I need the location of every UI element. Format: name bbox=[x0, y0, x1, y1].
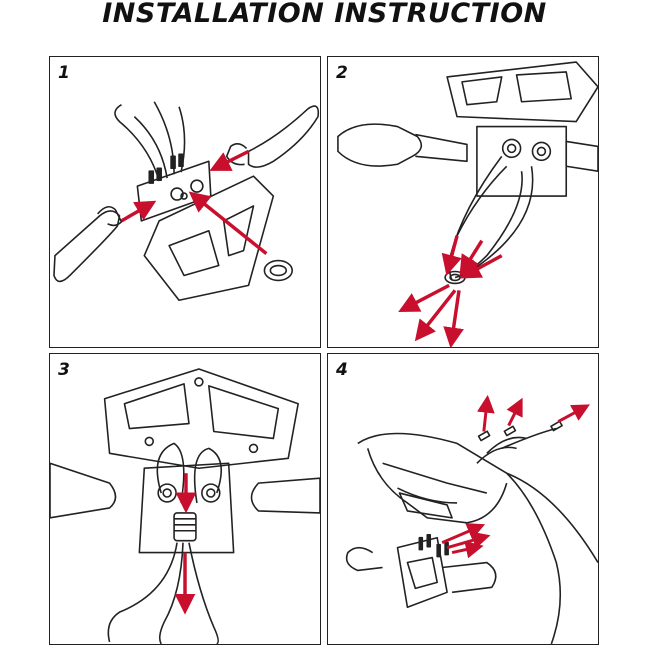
step-4-panel: 4 bbox=[327, 353, 599, 645]
step-4-number: 4 bbox=[336, 360, 348, 380]
step-4-illustration bbox=[345, 394, 598, 644]
step-1-panel: 1 bbox=[49, 56, 321, 348]
step-2-number: 2 bbox=[336, 63, 348, 83]
step-3-illustration bbox=[50, 368, 320, 644]
page-title: INSTALLATION INSTRUCTION bbox=[102, 0, 547, 29]
step-2-panel: 2 bbox=[327, 56, 599, 348]
step-3-number: 3 bbox=[58, 360, 70, 380]
step-1-number: 1 bbox=[58, 63, 70, 83]
step-1-illustration bbox=[53, 101, 320, 302]
step-2-illustration bbox=[337, 61, 598, 347]
step-3-panel: 3 bbox=[49, 353, 321, 645]
